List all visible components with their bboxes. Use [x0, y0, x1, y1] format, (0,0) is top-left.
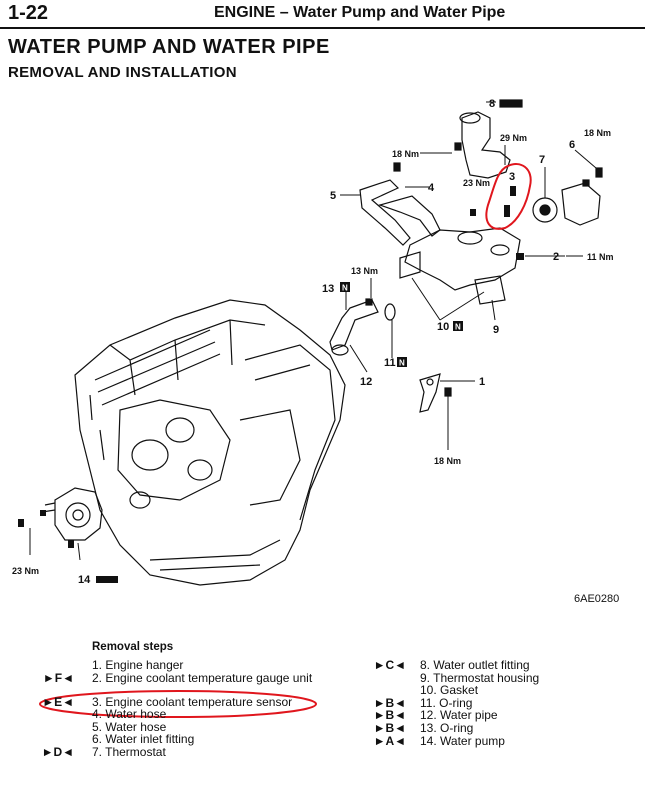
n-marker-11: N: [399, 359, 405, 368]
non-reusable-markers: N N N: [340, 282, 463, 368]
callout-10: 10: [437, 321, 449, 333]
callout-labels: 8 29 Nm 18 Nm 6 18 Nm 7 3 23 Nm 4 5 2 11…: [12, 98, 614, 586]
leader-lines: [29, 101, 597, 561]
callout-11: 11: [384, 357, 396, 369]
thermostat-housing-part: [399, 227, 521, 305]
page-number: 1-22: [8, 2, 49, 24]
callout-2: 2: [553, 251, 559, 263]
callout-23nm-a: 23 Nm: [463, 178, 490, 188]
n-marker-13: N: [342, 284, 348, 293]
thermostat-and-inlet-part: [532, 167, 603, 226]
callout-8: 8: [489, 98, 495, 110]
water-pump-part: [41, 487, 103, 541]
header-divider: [0, 27, 645, 29]
water-pipe-part: [329, 298, 396, 356]
water-outlet-fitting-part: [454, 99, 523, 179]
sensor-highlight-circle: [485, 163, 532, 230]
callout-14: 14: [78, 574, 91, 586]
section-header: ENGINE – Water Pump and Water Pipe: [214, 4, 506, 21]
removal-steps-heading: Removal steps: [92, 641, 174, 653]
callout-29nm: 29 Nm: [500, 133, 527, 143]
callout-9: 9: [493, 324, 499, 336]
callout-23nm-b: 23 Nm: [12, 566, 39, 576]
figure-code: 6AE0280: [574, 593, 620, 605]
water-hose-parts: [359, 162, 441, 246]
callout-1: 1: [479, 376, 485, 388]
callout-13: 13: [322, 283, 334, 295]
bolt-icons: [18, 510, 118, 583]
callout-5: 5: [330, 190, 336, 202]
callout-18nm-b: 18 Nm: [584, 128, 611, 138]
coolant-sensor-parts: [470, 186, 524, 260]
engine-hanger-part: [419, 373, 452, 413]
page-title: WATER PUMP AND WATER PIPE: [8, 36, 330, 58]
callout-12: 12: [360, 376, 372, 388]
page-subtitle: REMOVAL AND INSTALLATION: [8, 64, 237, 81]
callout-4: 4: [428, 182, 435, 194]
callout-7: 7: [539, 154, 545, 166]
callout-18nm-c: 18 Nm: [434, 456, 461, 466]
callout-6: 6: [569, 139, 575, 151]
callout-18nm-a: 18 Nm: [392, 149, 419, 159]
engine-block-illustration: [74, 299, 346, 586]
callout-11nm: 11 Nm: [587, 252, 614, 262]
callout-3: 3: [509, 171, 515, 183]
n-marker-10: N: [455, 323, 461, 332]
callout-13nm: 13 Nm: [351, 266, 378, 276]
step3-highlight-ellipse: [39, 690, 317, 718]
